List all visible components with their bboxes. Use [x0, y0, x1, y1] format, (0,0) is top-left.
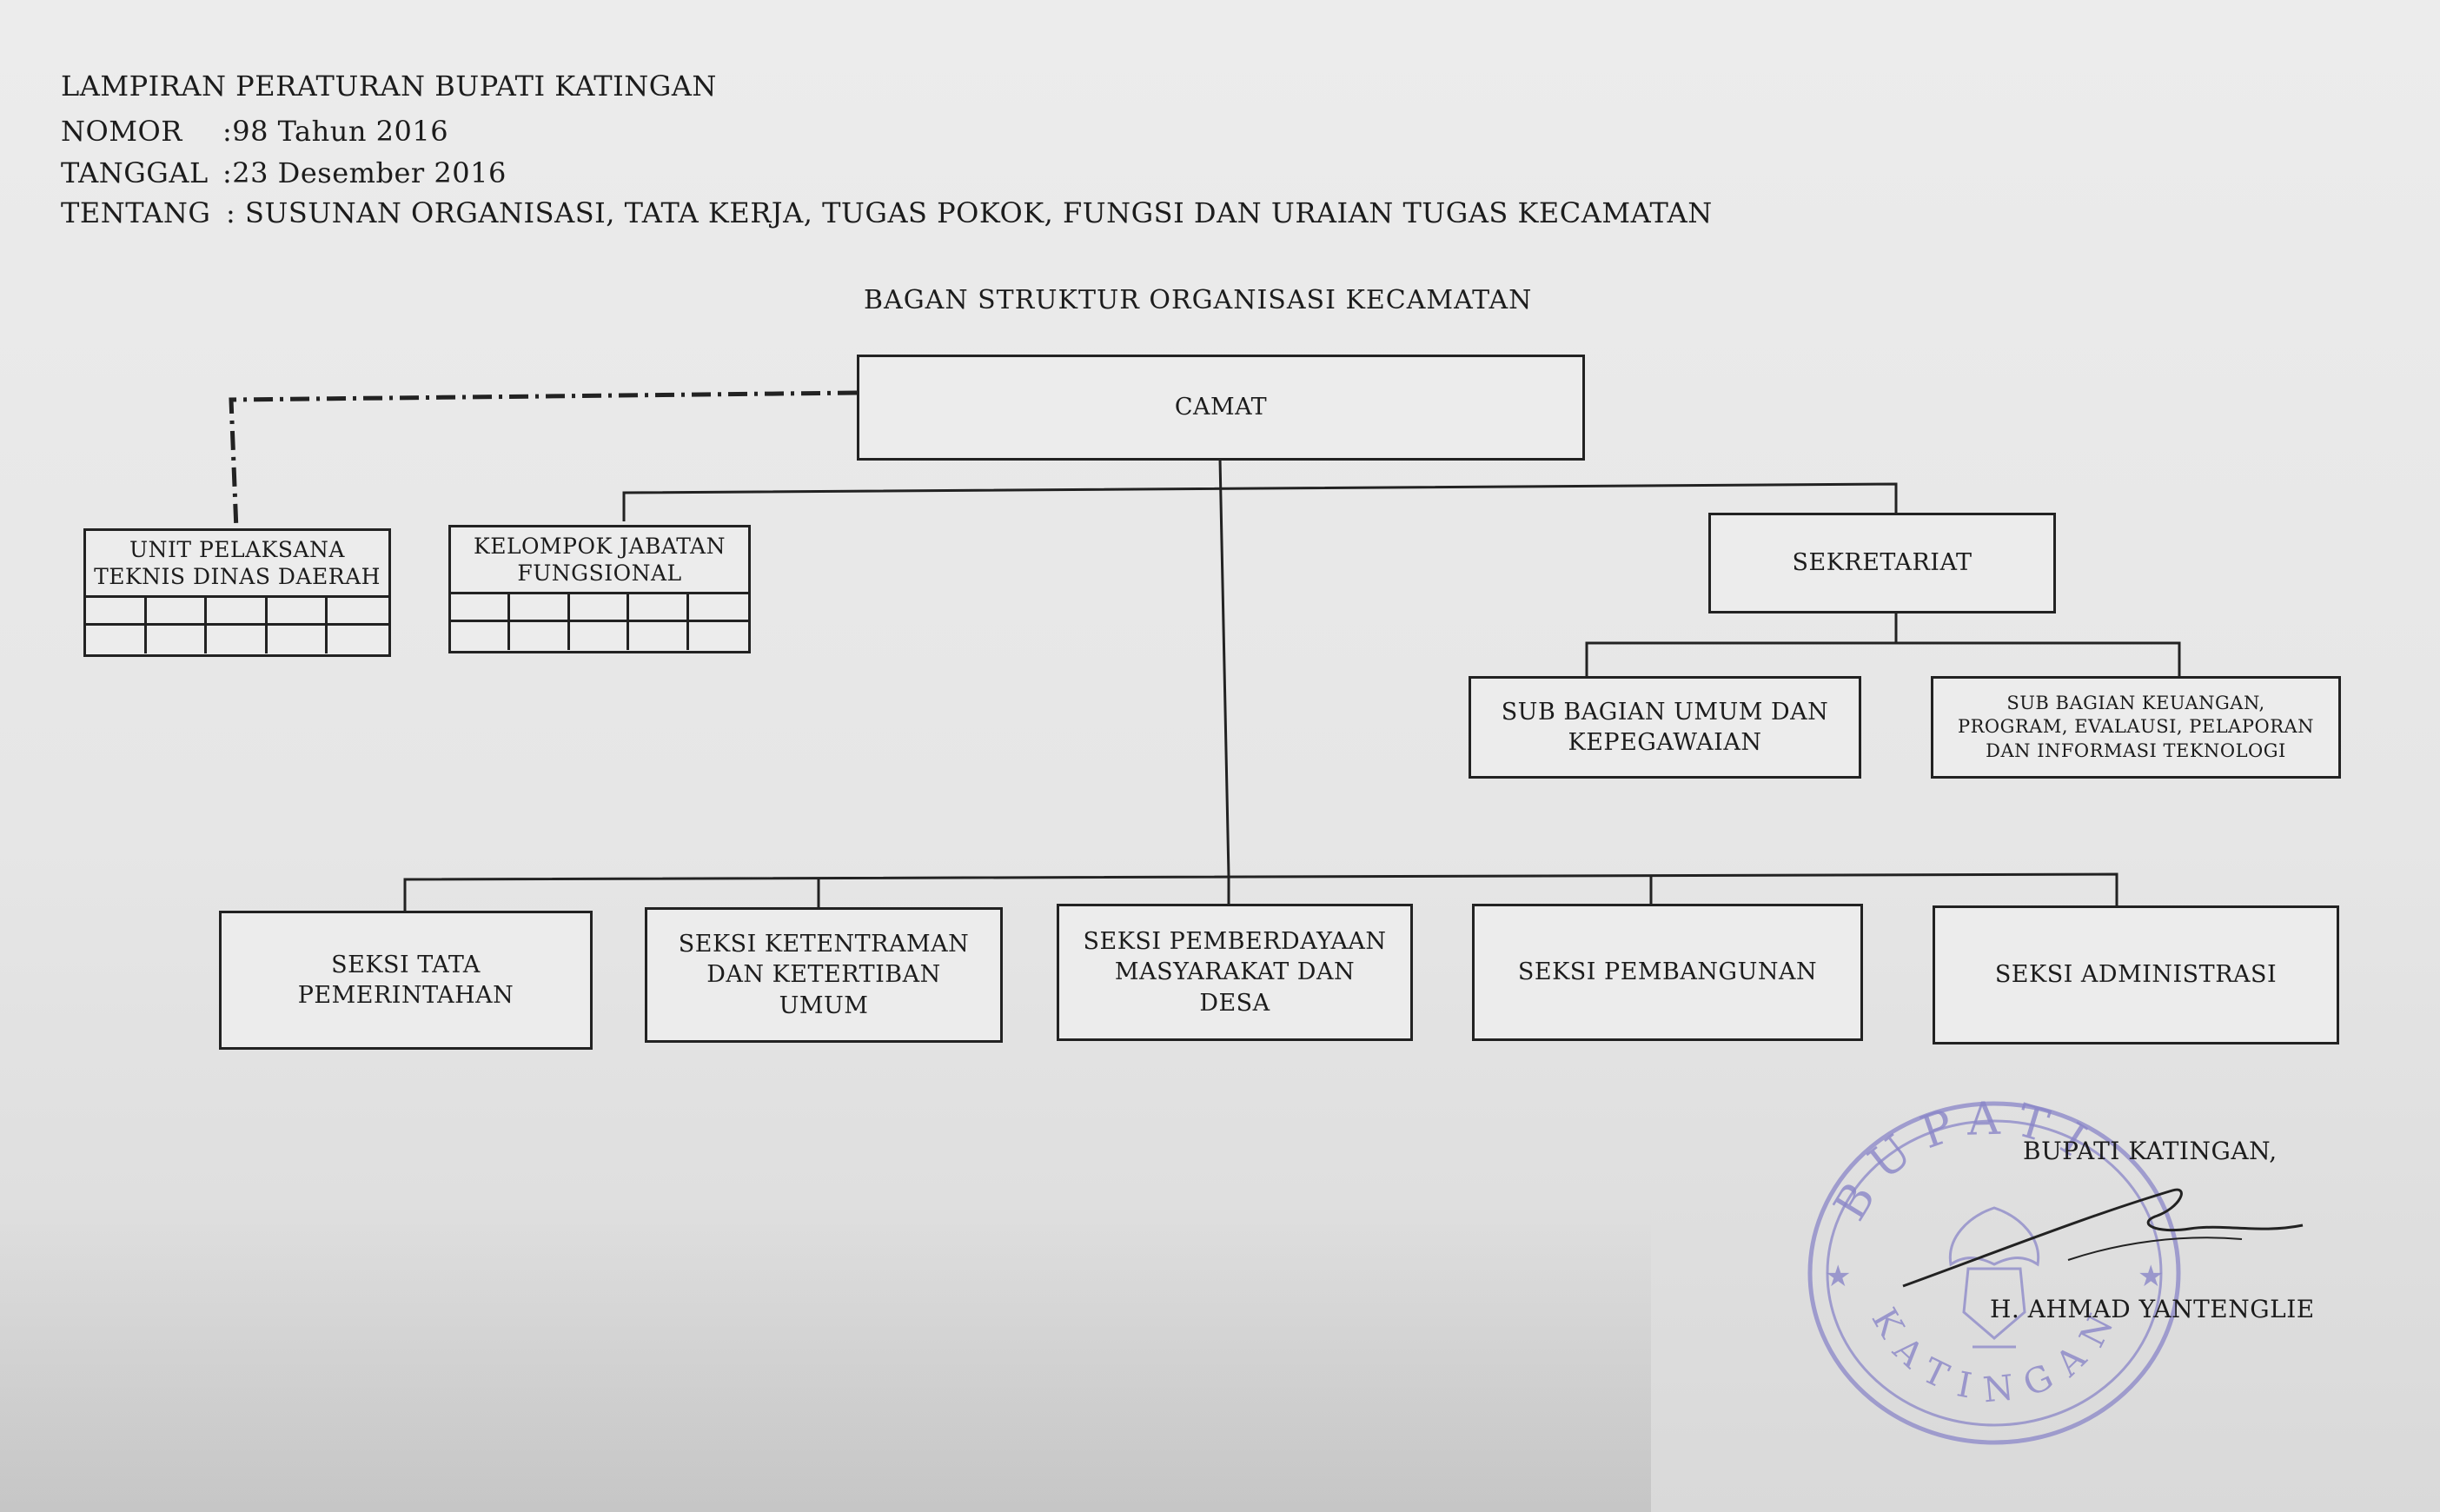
upt-grid	[86, 598, 388, 653]
star-icon: ★	[1825, 1259, 1851, 1294]
tanggal-label: TANGGAL	[61, 156, 209, 189]
seksi-box: SEKSI KETENTRAMAN DAN KETERTIBAN UMUM	[645, 907, 1003, 1043]
tentang-label: TENTANG	[61, 196, 211, 229]
star-icon: ★	[2138, 1259, 2164, 1294]
signature-name: H. AHMAD YANTENGLIE	[1990, 1295, 2315, 1323]
camat-box: CAMAT	[857, 355, 1585, 461]
coordination-line	[229, 390, 858, 531]
jabatan-fungsional-box: KELOMPOK JABATAN FUNGSIONAL	[448, 525, 751, 653]
jabatan-grid	[451, 594, 748, 650]
seksi-branch	[403, 872, 2118, 911]
subbag-umum-box: SUB BAGIAN UMUM DAN KEPEGAWAIAN	[1469, 676, 1861, 779]
subbag-umum-label: SUB BAGIAN UMUM DAN KEPEGAWAIAN	[1501, 698, 1829, 756]
subbag-branch	[1585, 641, 2181, 676]
seksi-label: SEKSI PEMBANGUNAN	[1517, 958, 1818, 986]
official-stamp: BUPATI KATINGAN ★ ★	[1807, 1092, 2181, 1445]
seksi-box: SEKSI PEMBERDAYAAN MASYARAKAT DAN DESA	[1057, 904, 1413, 1041]
header-line1: LAMPIRAN PERATURAN BUPATI KATINGAN	[61, 70, 717, 103]
signature-office: BUPATI KATINGAN,	[2023, 1137, 2278, 1165]
jabatan-fungsional-label: KELOMPOK JABATAN FUNGSIONAL	[451, 527, 748, 594]
seksi-label: SEKSI PEMBERDAYAAN MASYARAKAT DAN DESA	[1083, 928, 1387, 1017]
camat-label: CAMAT	[1174, 394, 1268, 421]
seksi-box: SEKSI ADMINISTRASI	[1933, 905, 2339, 1044]
upt-label: UNIT PELAKSANA TEKNIS DINAS DAERAH	[86, 531, 388, 598]
seksi-label: SEKSI ADMINISTRASI	[1994, 961, 2278, 989]
chart-title: BAGAN STRUKTUR ORGANISASI KECAMATAN	[864, 285, 1533, 315]
seksi-box: SEKSI TATA PEMERINTAHAN	[219, 911, 593, 1050]
sekretariat-box: SEKRETARIAT	[1708, 513, 2056, 613]
tanggal-value: :23 Desember 2016	[222, 156, 507, 189]
subbag-keuangan-label: SUB BAGIAN KEUANGAN, PROGRAM, EVALAUSI, …	[1957, 693, 2315, 761]
top-branch	[622, 482, 1898, 521]
seksi-box: SEKSI PEMBANGUNAN	[1472, 904, 1863, 1041]
seksi-label: SEKSI KETENTRAMAN DAN KETERTIBAN UMUM	[678, 931, 970, 1019]
handwritten-signature	[1902, 1188, 2304, 1288]
sekretariat-label: SEKRETARIAT	[1792, 549, 1973, 577]
nomor-value: :98 Tahun 2016	[222, 115, 449, 148]
paper-shadow	[0, 1208, 1651, 1512]
nomor-label: NOMOR	[61, 115, 182, 148]
subbag-keuangan-box: SUB BAGIAN KEUANGAN, PROGRAM, EVALAUSI, …	[1931, 676, 2341, 779]
tentang-value: : SUSUNAN ORGANISASI, TATA KERJA, TUGAS …	[226, 196, 1713, 229]
camat-trunk	[1218, 458, 1230, 877]
seksi-label: SEKSI TATA PEMERINTAHAN	[297, 951, 514, 1009]
upt-box: UNIT PELAKSANA TEKNIS DINAS DAERAH	[83, 528, 391, 657]
